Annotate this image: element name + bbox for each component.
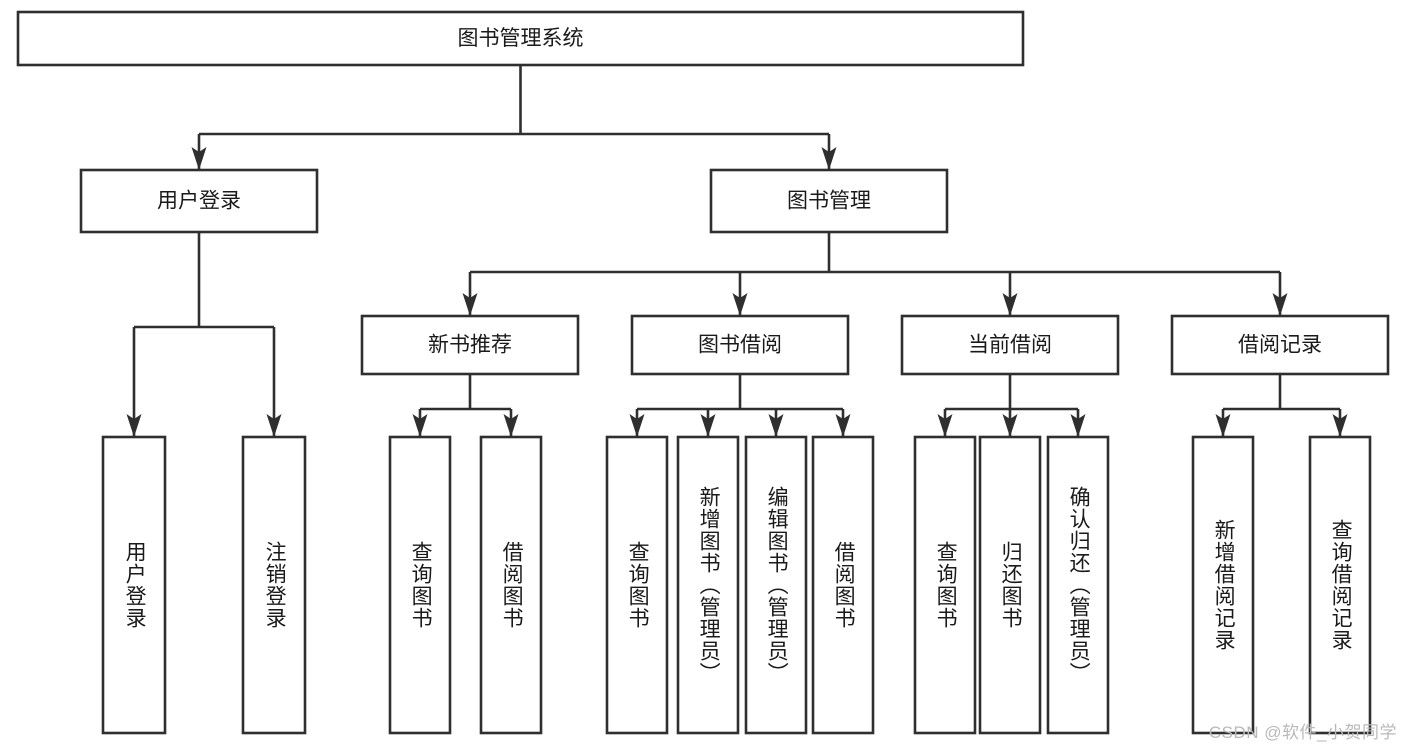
node-box-root-label: 图书管理系统: [458, 27, 584, 50]
arrow-head-icon-leaf-4-0: [1215, 414, 1231, 437]
node-box-leaf-7[interactable]: [811, 435, 875, 735]
node-box-leaf-1[interactable]: [241, 435, 307, 735]
arrow-head-icon-level2-0: [191, 147, 207, 170]
arrow-head-icon-level2-1: [821, 147, 837, 170]
arrow-head-icon-leaf-0-0: [126, 414, 142, 437]
arrow-head-icon-level3-1: [732, 293, 748, 316]
arrow-head-icon-leaf-3-2: [1070, 414, 1086, 437]
arrow-head-icon-leaf-1-0: [412, 414, 428, 437]
node-box-root[interactable]: [16, 10, 1025, 67]
node-box-level2-0[interactable]: [79, 168, 319, 234]
node-box-leaf-11[interactable]: [1191, 435, 1255, 735]
arrow-head-icon-leaf-2-1: [700, 414, 716, 437]
node-box-leaf-8[interactable]: [913, 435, 977, 735]
arrow-head-icon-leaf-4-1: [1332, 414, 1348, 437]
node-box-level3-1-label: 图书借阅: [698, 334, 782, 357]
arrow-head-icon-level3-3: [1272, 293, 1288, 316]
node-box-level3-0-label: 新书推荐: [428, 334, 512, 357]
node-box-leaf-2[interactable]: [388, 435, 452, 735]
node-box-level2-0-label: 用户登录: [157, 190, 241, 213]
node-box-level3-0[interactable]: [360, 314, 580, 376]
node-boxes: [16, 10, 1390, 735]
watermark-text: CSDN @软件_小贺同学: [1208, 723, 1397, 742]
node-box-level3-1[interactable]: [630, 314, 850, 376]
node-box-leaf-4[interactable]: [605, 435, 669, 735]
arrow-head-icon-level3-2: [1002, 293, 1018, 316]
node-box-leaf-10[interactable]: [1046, 435, 1110, 735]
node-box-level3-2[interactable]: [900, 314, 1120, 376]
arrow-head-icon-leaf-2-2: [768, 414, 784, 437]
arrow-head-icon-leaf-2-3: [835, 414, 851, 437]
node-box-level3-2-label: 当前借阅: [968, 334, 1052, 357]
node-box-level3-3[interactable]: [1170, 314, 1390, 376]
arrow-head-icon-leaf-1-1: [503, 414, 519, 437]
node-box-leaf-12[interactable]: [1308, 435, 1372, 735]
node-box-level2-1-label: 图书管理: [787, 190, 871, 213]
arrow-head-icon-leaf-2-0: [629, 414, 645, 437]
arrow-head-icon-leaf-0-1: [266, 414, 282, 437]
node-box-level3-3-label: 借阅记录: [1238, 334, 1322, 357]
node-box-leaf-6[interactable]: [744, 435, 808, 735]
arrow-head-icon-level3-0: [462, 293, 478, 316]
node-box-leaf-0[interactable]: [101, 435, 167, 735]
arrow-head-icon-leaf-3-1: [1002, 414, 1018, 437]
connector-edges: [126, 65, 1348, 437]
node-box-leaf-5[interactable]: [676, 435, 740, 735]
node-box-leaf-9[interactable]: [978, 435, 1042, 735]
arrow-head-icon-leaf-3-0: [937, 414, 953, 437]
node-box-leaf-3[interactable]: [479, 435, 543, 735]
node-box-level2-1[interactable]: [709, 168, 949, 234]
